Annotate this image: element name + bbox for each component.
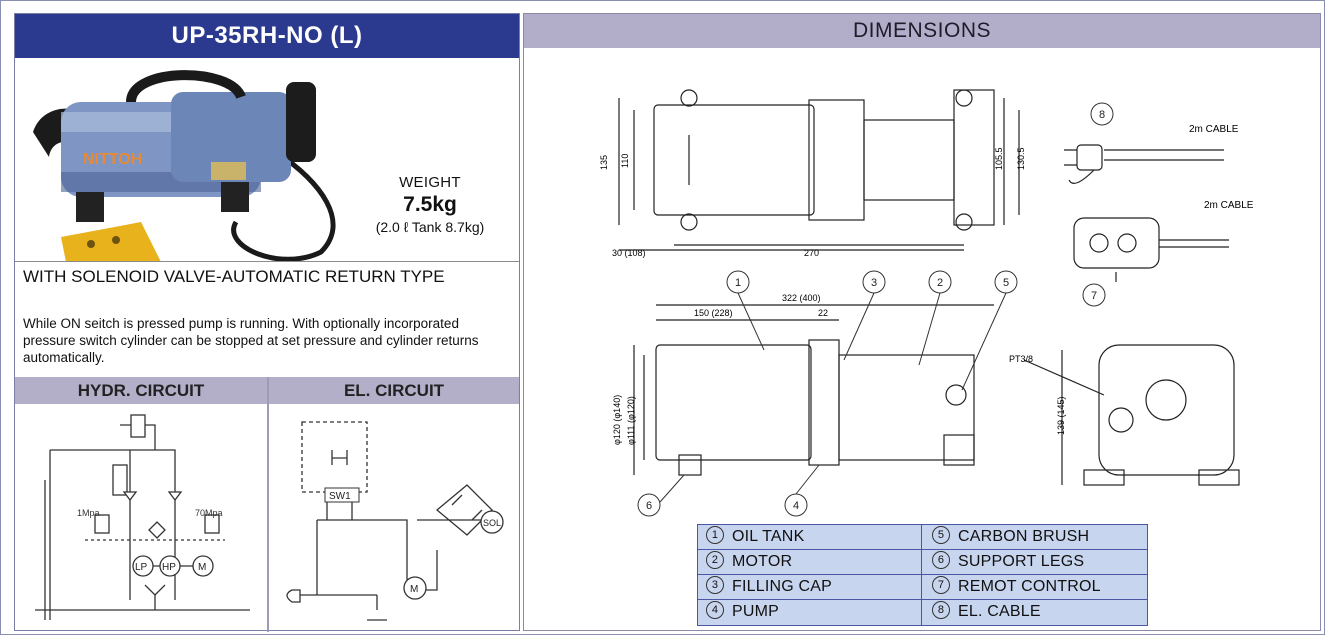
dim-110: 110 <box>620 154 630 168</box>
hydraulic-circuit-diagram: LP HP M 1Mpa 70Mpa <box>35 414 250 620</box>
circuit-divider <box>267 377 269 632</box>
low-pressure-label: 1Mpa <box>77 508 100 518</box>
port-label: PT3/8 <box>1009 354 1033 364</box>
end-view <box>1023 344 1240 486</box>
hydr-circuit-title: HYDR. CIRCUIT <box>15 377 267 404</box>
dim-135: 135 <box>599 155 609 170</box>
top-view <box>618 89 1020 251</box>
dim-270: 270 <box>804 248 819 258</box>
dim-30: 30 (108) <box>612 248 646 258</box>
high-pressure-label: 70Mpa <box>195 508 223 518</box>
pump-photo: NITTOH <box>21 62 336 262</box>
dim-322: 322 (400) <box>782 293 821 303</box>
product-panel: UP-35RH-NO (L) NITTOH WEIGHT 7.5kg (2.0 … <box>14 13 520 632</box>
el-motor-label: M <box>410 584 418 595</box>
dim-22: 22 <box>818 308 828 318</box>
dim-150: 150 (228) <box>694 308 733 318</box>
callout-2: 2 <box>937 277 943 289</box>
legend-row-divider <box>698 574 1147 575</box>
dim-d111: φ111 (φ120) <box>626 396 636 445</box>
dimension-drawing: 135 110 105.5 130.5 30 (108) 270 2m CABL… <box>599 89 1254 517</box>
type-title: WITH SOLENOID VALVE-AUTOMATIC RETURN TYP… <box>23 267 445 286</box>
callout-8: 8 <box>1099 109 1105 121</box>
callout-1: 1 <box>735 277 741 289</box>
dimensions-panel: DIMENSIONS 135 110 105.5 130.5 30 (108) … <box>523 13 1321 631</box>
divider <box>15 261 519 262</box>
callout-4: 4 <box>793 500 799 512</box>
weight-block: WEIGHT 7.5kg (2.0 ℓ Tank 8.7kg) <box>345 174 515 235</box>
cable-label-2: 2m CABLE <box>1204 200 1254 211</box>
dim-1055: 105.5 <box>994 147 1004 170</box>
el-circuit-title: EL. CIRCUIT <box>269 377 519 404</box>
cable-view <box>1064 144 1229 282</box>
dim-d120: φ120 (φ140) <box>612 395 622 445</box>
brand-text: NITTOH <box>83 151 142 168</box>
callout-5: 5 <box>1003 277 1009 289</box>
sw1-label: SW1 <box>329 491 351 502</box>
legend-row-divider <box>698 549 1147 550</box>
description: While ON seitch is pressed pump is runni… <box>23 316 479 365</box>
legend-divider <box>921 525 922 625</box>
motor-label: M <box>198 562 206 573</box>
dim-1305: 130.5 <box>1016 147 1026 170</box>
dimensions-title: DIMENSIONS <box>524 14 1320 48</box>
side-view <box>633 304 994 476</box>
legend-row-divider <box>698 599 1147 600</box>
weight-label: WEIGHT <box>399 174 461 191</box>
hp-label: HP <box>162 562 176 573</box>
sol-label: SOL <box>483 518 501 528</box>
electrical-circuit-diagram: SW1 M SOL <box>286 421 504 621</box>
callout-3: 3 <box>871 277 877 289</box>
dim-139: 139 (145) <box>1056 396 1066 435</box>
cable-label-1: 2m CABLE <box>1189 124 1239 135</box>
callout-7: 7 <box>1091 290 1097 302</box>
weight-value: 7.5kg <box>403 193 457 216</box>
lp-label: LP <box>135 562 148 573</box>
weight-sub: (2.0 ℓ Tank 8.7kg) <box>375 219 485 235</box>
callout-6: 6 <box>646 500 652 512</box>
model-title: UP-35RH-NO (L) <box>15 14 519 58</box>
